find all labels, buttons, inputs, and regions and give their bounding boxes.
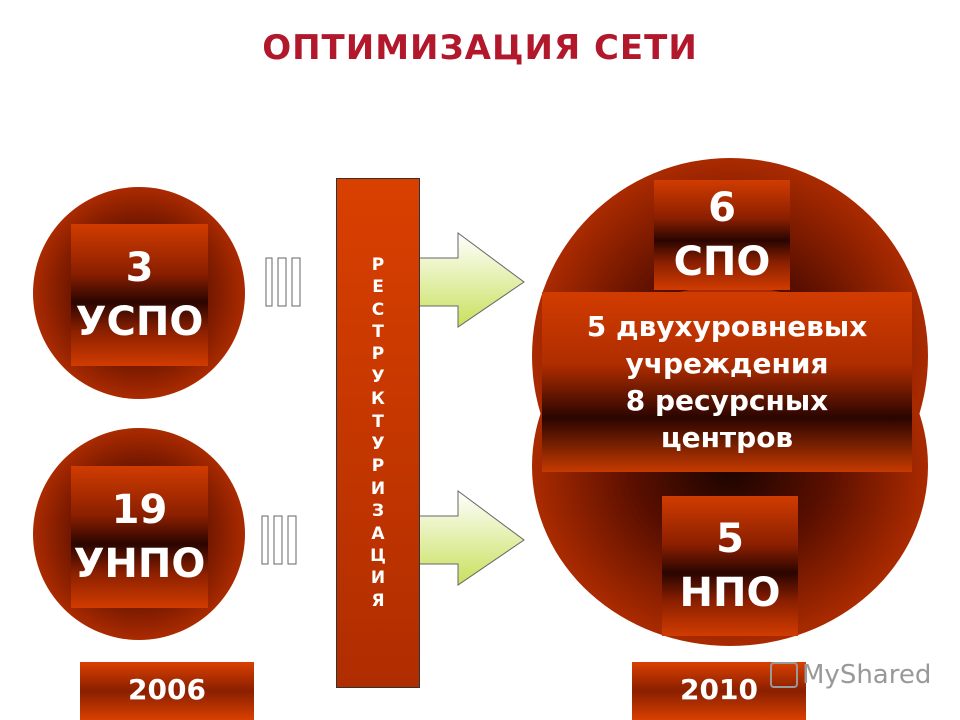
restructuring-letter: И [370, 478, 386, 499]
box-npo: 5 НПО [662, 496, 798, 636]
slide-title: ОПТИМИЗАЦИЯ СЕТИ [262, 28, 698, 68]
restructuring-letter: К [371, 389, 385, 410]
centers-line2: учреждения [625, 347, 829, 380]
restructuring-letter: С [371, 299, 385, 320]
restructuring-letter: Р [371, 456, 385, 477]
restructuring-letter: Е [372, 277, 384, 298]
restructuring-letter: Р [371, 254, 385, 275]
spo-label: СПО [673, 239, 771, 285]
watermark-text: MyShared [802, 660, 932, 690]
box-centers: 5 двухуровневых учреждения 8 ресурсных ц… [542, 292, 912, 472]
restructuring-letter: У [371, 434, 385, 454]
restructuring-letter: А [371, 523, 385, 544]
restructuring-letter: З [371, 501, 385, 522]
npo-label: НПО [679, 570, 781, 616]
restructuring-letter: Р [371, 344, 385, 365]
restructuring-letter: Ц [370, 546, 386, 567]
arrow-bottom [261, 490, 525, 586]
year-2006: 2006 [80, 662, 254, 720]
restructuring-letter: Т [372, 411, 384, 432]
watermark: MyShared [770, 657, 931, 693]
uspo-count: 3 [125, 245, 154, 291]
restructuring-letter: И [370, 568, 386, 589]
box-unpo: 19 УНПО [71, 466, 208, 608]
unpo-label: УНПО [73, 541, 206, 587]
restructuring-letter: У [371, 366, 385, 387]
box-uspo: 3 УСПО [71, 224, 208, 366]
centers-line1: 5 двухуровневых [586, 310, 868, 343]
unpo-count: 19 [111, 487, 168, 533]
box-spo: 6 СПО [654, 180, 790, 290]
year-2010: 2010 [632, 662, 806, 720]
npo-count: 5 [716, 516, 744, 562]
restructuring-letter: Я [371, 590, 385, 611]
watermark-logo-icon [770, 662, 798, 688]
uspo-label: УСПО [75, 299, 204, 345]
spo-count: 6 [708, 185, 736, 231]
centers-line4: центров [660, 421, 794, 454]
centers-line3: 8 ресурсных [625, 384, 829, 417]
restructuring-letter: Т [372, 321, 384, 342]
